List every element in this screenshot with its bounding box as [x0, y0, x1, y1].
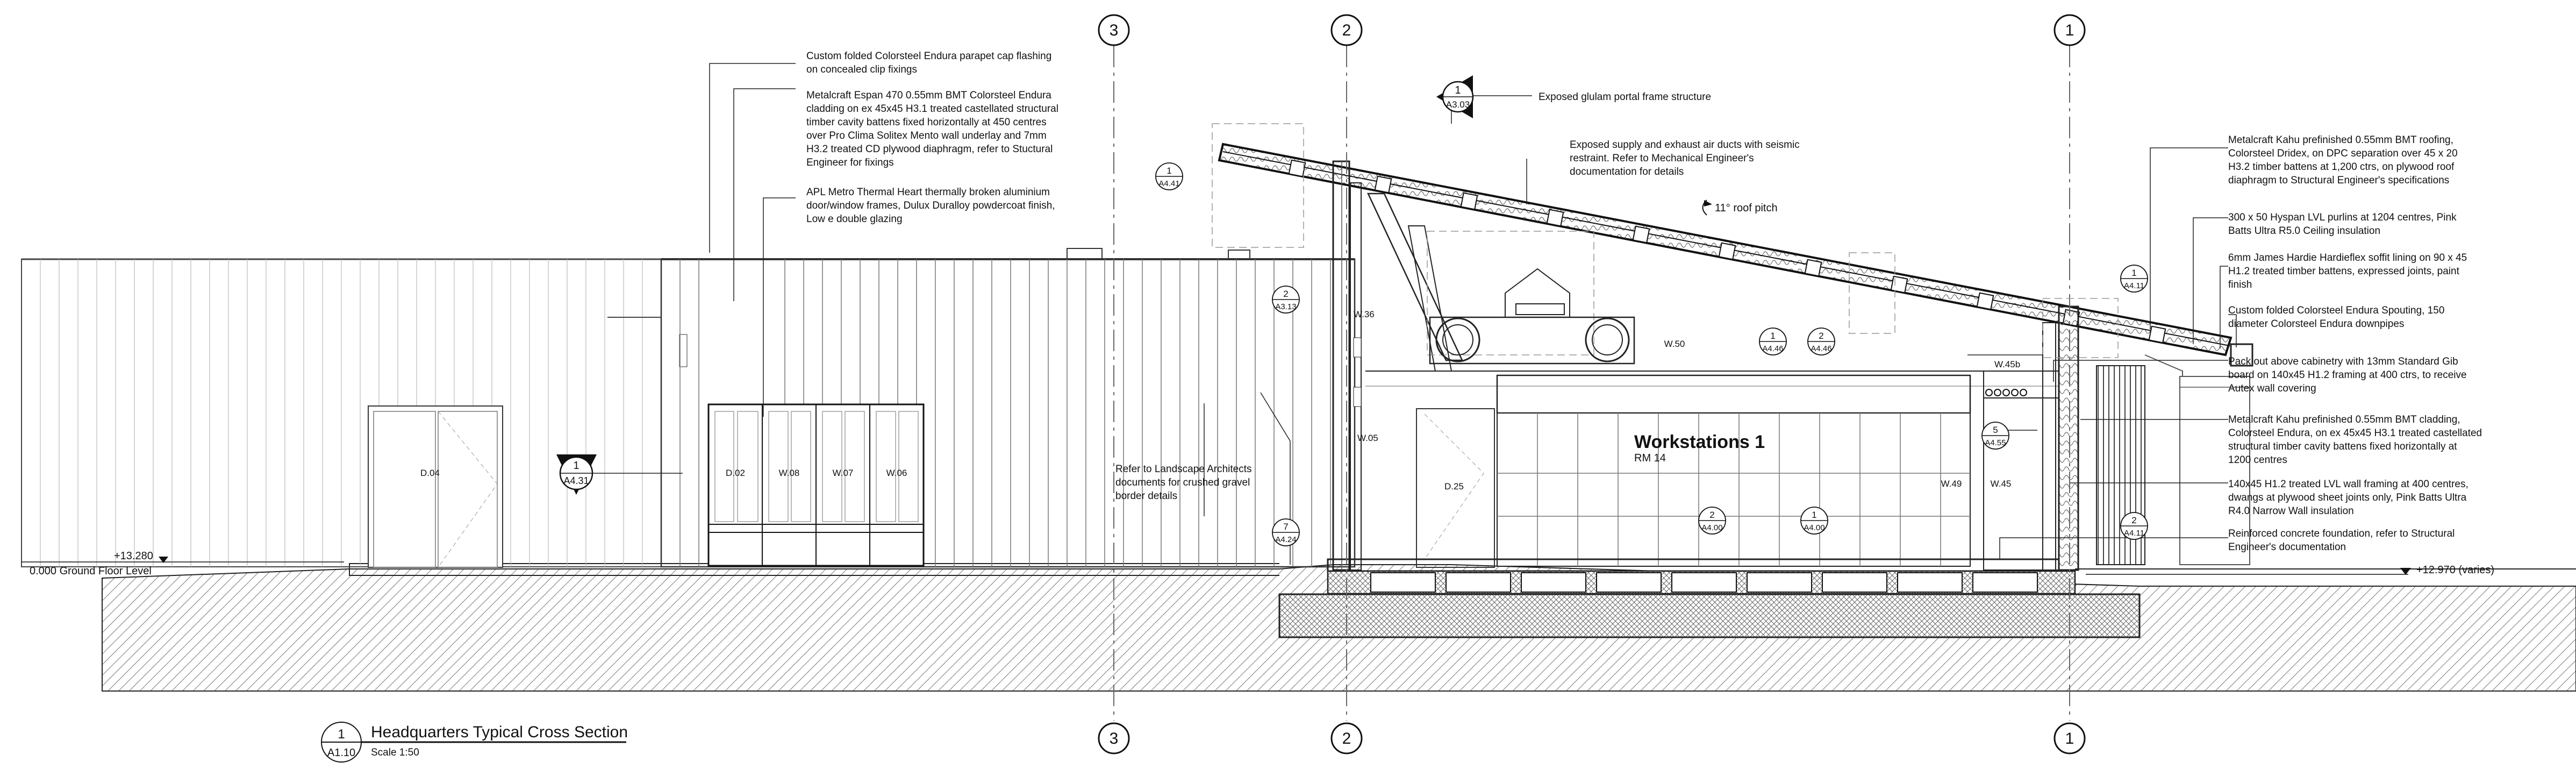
- gridline-label: 1: [2065, 22, 2074, 39]
- drawing-title: 1 A1.10 Headquarters Typical Cross Secti…: [321, 722, 628, 763]
- callout-sheet: A4.46: [1762, 344, 1783, 353]
- callout-number: 2: [2131, 515, 2136, 525]
- note-pack-out: Pack out above cabinetry with 13mm Stand…: [2228, 356, 2467, 394]
- tag-w36: W.36: [1354, 309, 1375, 319]
- note-glulam-portal: Exposed glulam portal frame structure: [1539, 91, 1712, 103]
- note-leaders: [575, 63, 2237, 565]
- gridline-bubble-2-bottom: 2: [1330, 722, 1363, 754]
- gridline-label: 1: [2065, 730, 2074, 747]
- callout-number: 1: [1455, 84, 1461, 96]
- note-purlins: 300 x 50 Hyspan LVL purlins at 1204 cent…: [2228, 212, 2457, 237]
- callout-sheet: A4.11: [2124, 529, 2144, 538]
- tag-w08: W.08: [779, 468, 800, 478]
- tag-w50: W.50: [1664, 339, 1685, 349]
- callout-a313[interactable]: 2 A3.13: [1272, 286, 1300, 314]
- title-name: Headquarters Typical Cross Section: [371, 723, 628, 741]
- tag-w49: W.49: [1941, 479, 1962, 489]
- right-rl: +12.970 (varies): [2416, 564, 2494, 576]
- callout-sheet: A4.24: [1275, 535, 1296, 544]
- callout-a446-2[interactable]: 2 A4.46: [1807, 327, 1835, 355]
- title-number: 1: [338, 727, 345, 742]
- room-name: Workstations 1: [1634, 432, 1765, 452]
- callout-a411-1[interactable]: 1 A4.11: [2120, 265, 2148, 293]
- tag-d25: D.25: [1444, 481, 1464, 492]
- detail-boundary: [2042, 298, 2119, 358]
- note-wall-framing: 140x45 H1.2 treated LVL wall framing at …: [2228, 479, 2468, 517]
- note-foundation: Reinforced concrete foundation, refer to…: [2228, 528, 2455, 553]
- gridline-label: 2: [1342, 730, 1351, 747]
- clad-wing-elevation: [349, 248, 1356, 576]
- callout-a441[interactable]: 1 A4.41: [1155, 162, 1183, 190]
- title-scale: Scale 1:50: [371, 747, 419, 758]
- ground: [102, 563, 2576, 692]
- callout-sheet: A4.11: [2124, 281, 2144, 290]
- note-wall-cladding: Metalcraft Espan 470 0.55mm BMT Colorste…: [806, 90, 1058, 168]
- callout-sheet: A4.00: [1701, 523, 1722, 532]
- note-kahu-cladding: Metalcraft Kahu prefinished 0.55mm BMT c…: [2228, 414, 2482, 466]
- tag-w05: W.05: [1357, 433, 1378, 443]
- callout-a424[interactable]: 7 A4.24: [1272, 518, 1300, 546]
- callout-number: 1: [2131, 268, 2136, 278]
- tag-w45b: W.45b: [1994, 359, 2020, 369]
- callout-number: 2: [1819, 331, 1823, 341]
- level-marker-right: +12.970 (varies): [2086, 564, 2494, 576]
- gridline-label: 2: [1342, 22, 1351, 39]
- callout-a303[interactable]: 1 A3.03: [1436, 75, 1474, 118]
- callout-sheet: A4.31: [563, 475, 589, 486]
- callout-number: 1: [573, 460, 579, 472]
- ground-rl: +13.280: [114, 550, 153, 562]
- title-sheet: A1.10: [327, 747, 355, 759]
- note-roofing: Metalcraft Kahu prefinished 0.55mm BMT r…: [2228, 134, 2458, 186]
- note-soffit-lining: 6mm James Hardie Hardieflex soffit linin…: [2228, 252, 2467, 290]
- callout-a446-1[interactable]: 1 A4.46: [1759, 327, 1787, 355]
- tag-w45: W.45: [1991, 479, 2012, 489]
- callout-number: 2: [1709, 510, 1714, 520]
- note-window-frames: APL Metro Thermal Heart thermally broken…: [806, 187, 1055, 225]
- gridlines: [1113, 46, 2070, 721]
- section-building: [1218, 143, 2253, 595]
- callout-sheet: A4.41: [1158, 179, 1179, 188]
- gridline-bubble-1-top: 1: [2053, 14, 2086, 46]
- callout-sheet: A4.55: [1985, 438, 2006, 447]
- callout-a455[interactable]: 5 A4.55: [1981, 422, 2009, 450]
- tag-w07: W.07: [833, 468, 854, 478]
- callout-a400-1[interactable]: 1 A4.00: [1800, 507, 1828, 535]
- callout-a411-2[interactable]: 2 A4.11: [2120, 512, 2148, 540]
- tag-d04: D.04: [420, 468, 440, 478]
- callout-sheet: A4.00: [1804, 523, 1824, 532]
- gridline-bubble-1-bottom: 1: [2053, 722, 2086, 754]
- roof-pitch-label: 11° roof pitch: [1715, 202, 1778, 214]
- callout-number: 1: [1812, 510, 1816, 520]
- callout-sheet: A4.46: [1811, 344, 1831, 353]
- callout-sheet: A3.03: [1446, 99, 1470, 110]
- room-number: RM 14: [1634, 452, 1666, 464]
- ground-level-name: 0.000 Ground Floor Level: [30, 565, 152, 577]
- callout-number: 1: [1167, 166, 1171, 176]
- tag-w06: W.06: [886, 468, 907, 478]
- note-air-ducts: Exposed supply and exhaust air ducts wit…: [1570, 139, 1800, 177]
- note-gravel-border: Refer to Landscape Architects documents …: [1115, 464, 1252, 502]
- callout-a400-2[interactable]: 2 A4.00: [1698, 507, 1726, 535]
- gridline-bubble-3-top: 3: [1098, 14, 1130, 46]
- detail-boundary: [1849, 252, 1895, 334]
- gridline-bubble-2-top: 2: [1330, 14, 1363, 46]
- callout-a431[interactable]: 1 A4.31: [556, 454, 597, 495]
- callout-number: 7: [1283, 522, 1288, 532]
- callout-sheet: A3.13: [1275, 302, 1296, 311]
- roof-pitch-indicator: 11° roof pitch: [1702, 200, 1778, 216]
- callout-number: 1: [1770, 331, 1775, 341]
- note-parapet-flashing: Custom folded Colorsteel Endura parapet …: [806, 51, 1052, 75]
- callout-number: 5: [1993, 425, 1998, 435]
- tag-d02: D.02: [726, 468, 745, 478]
- gridline-label: 3: [1110, 730, 1119, 747]
- callout-number: 2: [1283, 289, 1288, 299]
- gridline-bubble-3-bottom: 3: [1098, 722, 1130, 754]
- level-marker-ground: +13.280 0.000 Ground Floor Level: [22, 550, 344, 577]
- detail-boundary: [1212, 123, 1304, 248]
- note-spouting: Custom folded Colorsteel Endura Spouting…: [2228, 305, 2445, 330]
- existing-building-elevation: [21, 258, 688, 568]
- gridline-label: 3: [1110, 22, 1119, 39]
